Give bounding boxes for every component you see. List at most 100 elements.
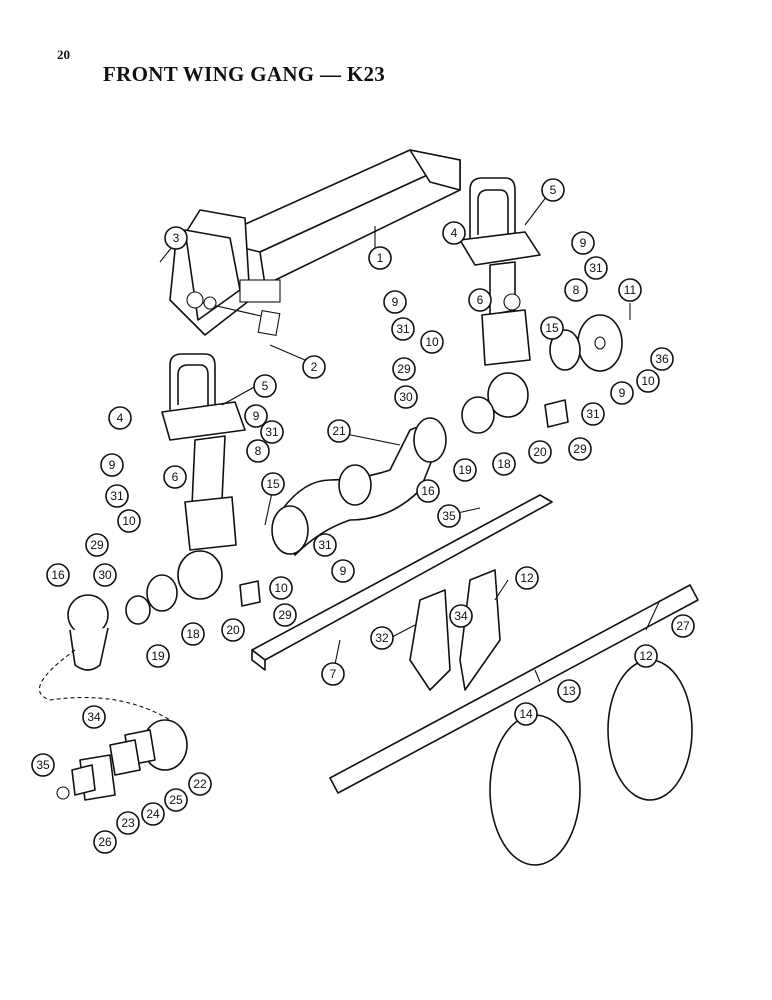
left-hanger-drawing xyxy=(125,353,261,625)
disc-drawing xyxy=(489,659,693,866)
svg-text:10: 10 xyxy=(641,374,655,388)
svg-text:18: 18 xyxy=(186,627,200,641)
svg-text:9: 9 xyxy=(580,236,587,250)
svg-text:9: 9 xyxy=(340,564,347,578)
svg-text:6: 6 xyxy=(172,470,179,484)
callout-34-left: 34 xyxy=(82,705,106,729)
callout-16-left: 16 xyxy=(46,563,70,587)
callout-15-left: 15 xyxy=(261,472,285,496)
callout-18-right: 18 xyxy=(492,452,516,476)
frame-tube-drawing xyxy=(169,149,461,337)
axle-drawing xyxy=(329,584,699,794)
callout-8-right: 8 xyxy=(564,278,588,302)
callout-21: 21 xyxy=(327,419,351,443)
svg-text:27: 27 xyxy=(676,619,690,633)
svg-text:15: 15 xyxy=(545,321,559,335)
callout-6-left: 6 xyxy=(163,465,187,489)
callout-4-left: 4 xyxy=(108,406,132,430)
svg-text:30: 30 xyxy=(98,568,112,582)
callout-9-d: 9 xyxy=(244,404,268,428)
callout-13: 13 xyxy=(557,679,581,703)
callout-18-left: 18 xyxy=(181,622,205,646)
gang-bar-drawing xyxy=(251,494,553,671)
svg-text:12: 12 xyxy=(520,571,534,585)
callout-23: 23 xyxy=(116,811,140,835)
callout-36: 36 xyxy=(650,347,674,371)
svg-text:11: 11 xyxy=(624,283,637,297)
callout-16-center: 16 xyxy=(416,479,440,503)
svg-text:6: 6 xyxy=(477,293,484,307)
page-title: FRONT WING GANG — K23 xyxy=(103,62,386,86)
callout-24: 24 xyxy=(141,802,165,826)
right-hanger-drawing xyxy=(459,177,623,434)
callout-12: 12 xyxy=(634,644,658,668)
callout-8-left: 8 xyxy=(246,439,270,463)
svg-text:21: 21 xyxy=(332,424,346,438)
svg-text:15: 15 xyxy=(266,477,280,491)
callout-9-b: 9 xyxy=(383,290,407,314)
svg-text:29: 29 xyxy=(278,608,292,622)
svg-text:4: 4 xyxy=(117,411,124,425)
svg-text:31: 31 xyxy=(589,261,603,275)
callout-33: 12 xyxy=(515,566,539,590)
callout-25: 25 xyxy=(164,788,188,812)
svg-text:9: 9 xyxy=(253,409,260,423)
callout-19-left: 19 xyxy=(146,644,170,668)
callout-15-right: 15 xyxy=(540,316,564,340)
callout-9-e: 9 xyxy=(100,453,124,477)
svg-text:32: 32 xyxy=(375,631,389,645)
callout-9-c: 9 xyxy=(610,381,634,405)
svg-text:7: 7 xyxy=(330,667,337,681)
svg-text:34: 34 xyxy=(87,710,101,724)
svg-text:19: 19 xyxy=(458,463,472,477)
callout-30-left: 10 xyxy=(117,509,141,533)
svg-text:22: 22 xyxy=(193,777,207,791)
page-number: 20 xyxy=(57,47,70,62)
svg-text:23: 23 xyxy=(121,816,135,830)
svg-text:3: 3 xyxy=(173,231,180,245)
svg-text:9: 9 xyxy=(109,458,116,472)
svg-text:8: 8 xyxy=(573,283,580,297)
svg-text:31: 31 xyxy=(396,322,410,336)
bearing-parts-drawing xyxy=(56,719,188,801)
svg-text:19: 19 xyxy=(151,649,165,663)
callout-27: 27 xyxy=(671,614,695,638)
callout-9-f: 9 xyxy=(331,559,355,583)
svg-text:13: 13 xyxy=(562,684,576,698)
svg-text:31: 31 xyxy=(265,425,279,439)
svg-text:35: 35 xyxy=(442,509,456,523)
loose-bearing-drawing xyxy=(39,594,184,741)
svg-text:5: 5 xyxy=(262,379,269,393)
svg-text:9: 9 xyxy=(619,386,626,400)
spool-drawing xyxy=(271,417,447,556)
callout-20-right: 20 xyxy=(528,440,552,464)
svg-text:12: 12 xyxy=(639,649,653,663)
callout-31-e: 31 xyxy=(105,484,129,508)
callout-26: 26 xyxy=(93,830,117,854)
callout-34-center: 34 xyxy=(449,604,473,628)
callout-10: 10 xyxy=(636,369,660,393)
callout-29-left-b: 29 xyxy=(273,603,297,627)
svg-text:29: 29 xyxy=(90,538,104,552)
svg-text:10: 10 xyxy=(122,514,136,528)
callout-5-right: 5 xyxy=(541,178,565,202)
svg-text:16: 16 xyxy=(51,568,65,582)
callout-31-d: 31 xyxy=(581,402,605,426)
svg-text:8: 8 xyxy=(255,444,262,458)
svg-text:20: 20 xyxy=(533,445,547,459)
svg-text:20: 20 xyxy=(226,623,240,637)
callout-7: 7 xyxy=(321,662,345,686)
svg-text:9: 9 xyxy=(392,295,399,309)
callout-17-left: 30 xyxy=(93,563,117,587)
callout-3: 3 xyxy=(164,226,188,250)
callout-1: 1 xyxy=(368,246,392,270)
callout-5-left: 5 xyxy=(253,374,277,398)
leader-lines xyxy=(159,191,661,675)
callout-4-right: 4 xyxy=(442,221,466,245)
callout-6-right: 6 xyxy=(468,288,492,312)
svg-text:34: 34 xyxy=(454,609,468,623)
callout-22: 22 xyxy=(188,772,212,796)
svg-text:29: 29 xyxy=(397,362,411,376)
svg-text:36: 36 xyxy=(655,352,669,366)
